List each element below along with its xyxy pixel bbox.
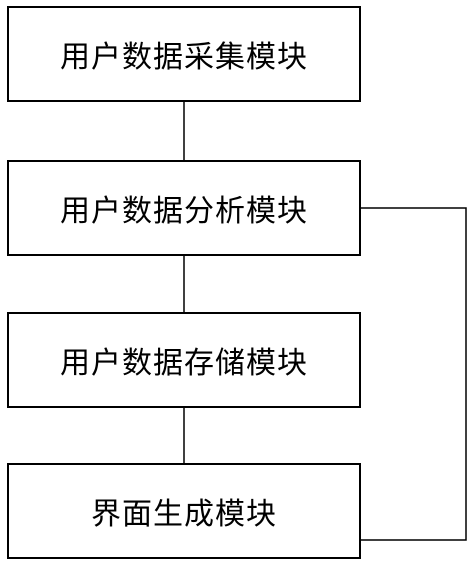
module-box-data-storage: 用户数据存储模块 [7,312,361,408]
connector-analysis-interface-feedback [361,207,467,541]
module-label: 用户数据存储模块 [60,346,308,381]
module-box-data-collection: 用户数据采集模块 [7,6,361,102]
module-label: 用户数据分析模块 [60,194,308,229]
module-label: 用户数据采集模块 [60,40,308,75]
module-box-interface-generation: 界面生成模块 [7,463,361,559]
module-label: 界面生成模块 [91,497,277,532]
module-box-data-analysis: 用户数据分析模块 [7,160,361,256]
